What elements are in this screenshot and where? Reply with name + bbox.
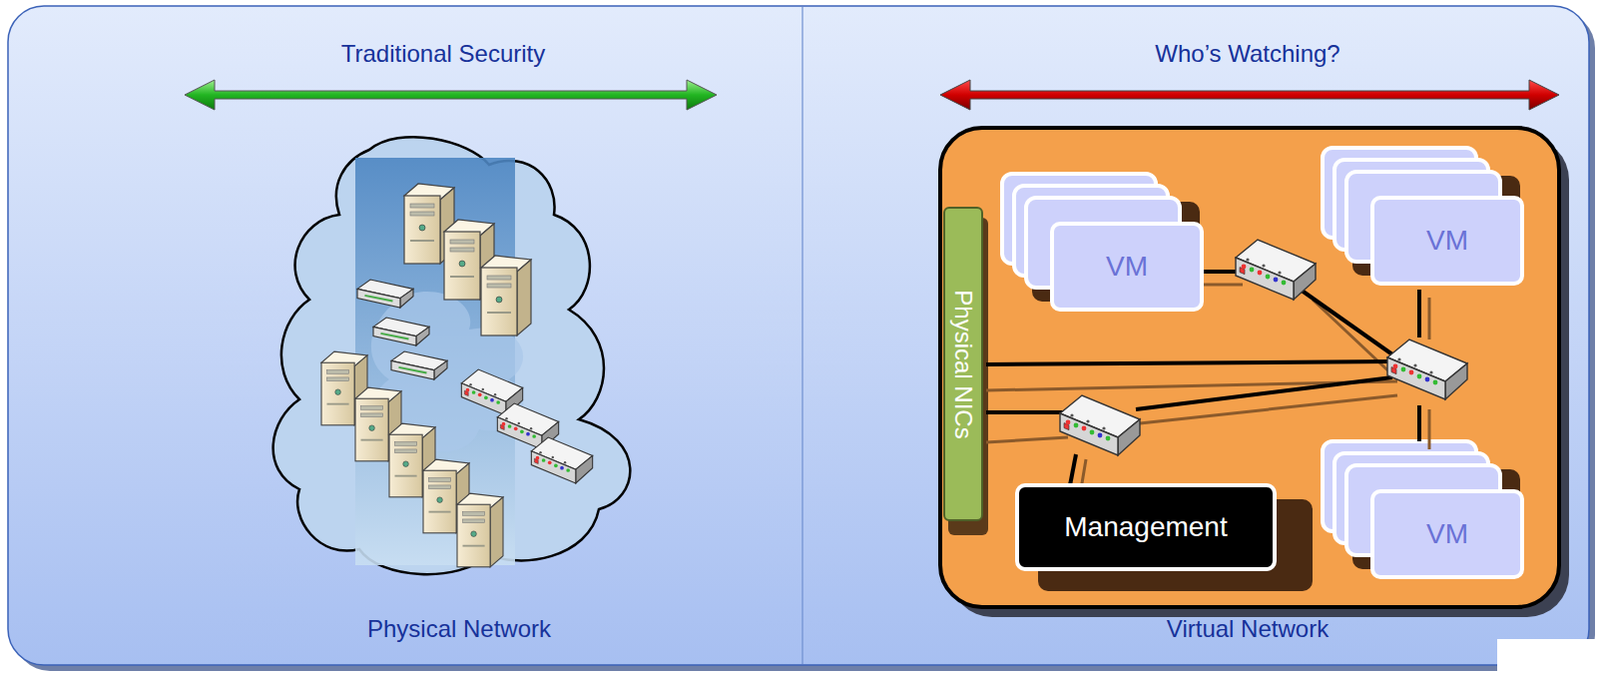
cloud [273,136,631,574]
vm-box: VM [1370,195,1525,286]
node-text: VM [1426,518,1469,550]
vm-box: VM [1050,221,1204,312]
section-title: Who’s Watching? [1154,39,1340,68]
section-caption: Physical Network [367,614,551,643]
vm-box: VM [1370,489,1525,579]
node-text: VM [1426,224,1469,257]
node-text: Management [1064,511,1227,543]
node-text: VM [1105,250,1148,283]
section-caption: Virtual Network [1166,614,1329,643]
nic-bar: Physical NICs [943,206,984,522]
management-box: Management [1015,483,1277,571]
section-title: Traditional Security [341,39,546,68]
node-text: Physical NICs [949,289,978,439]
